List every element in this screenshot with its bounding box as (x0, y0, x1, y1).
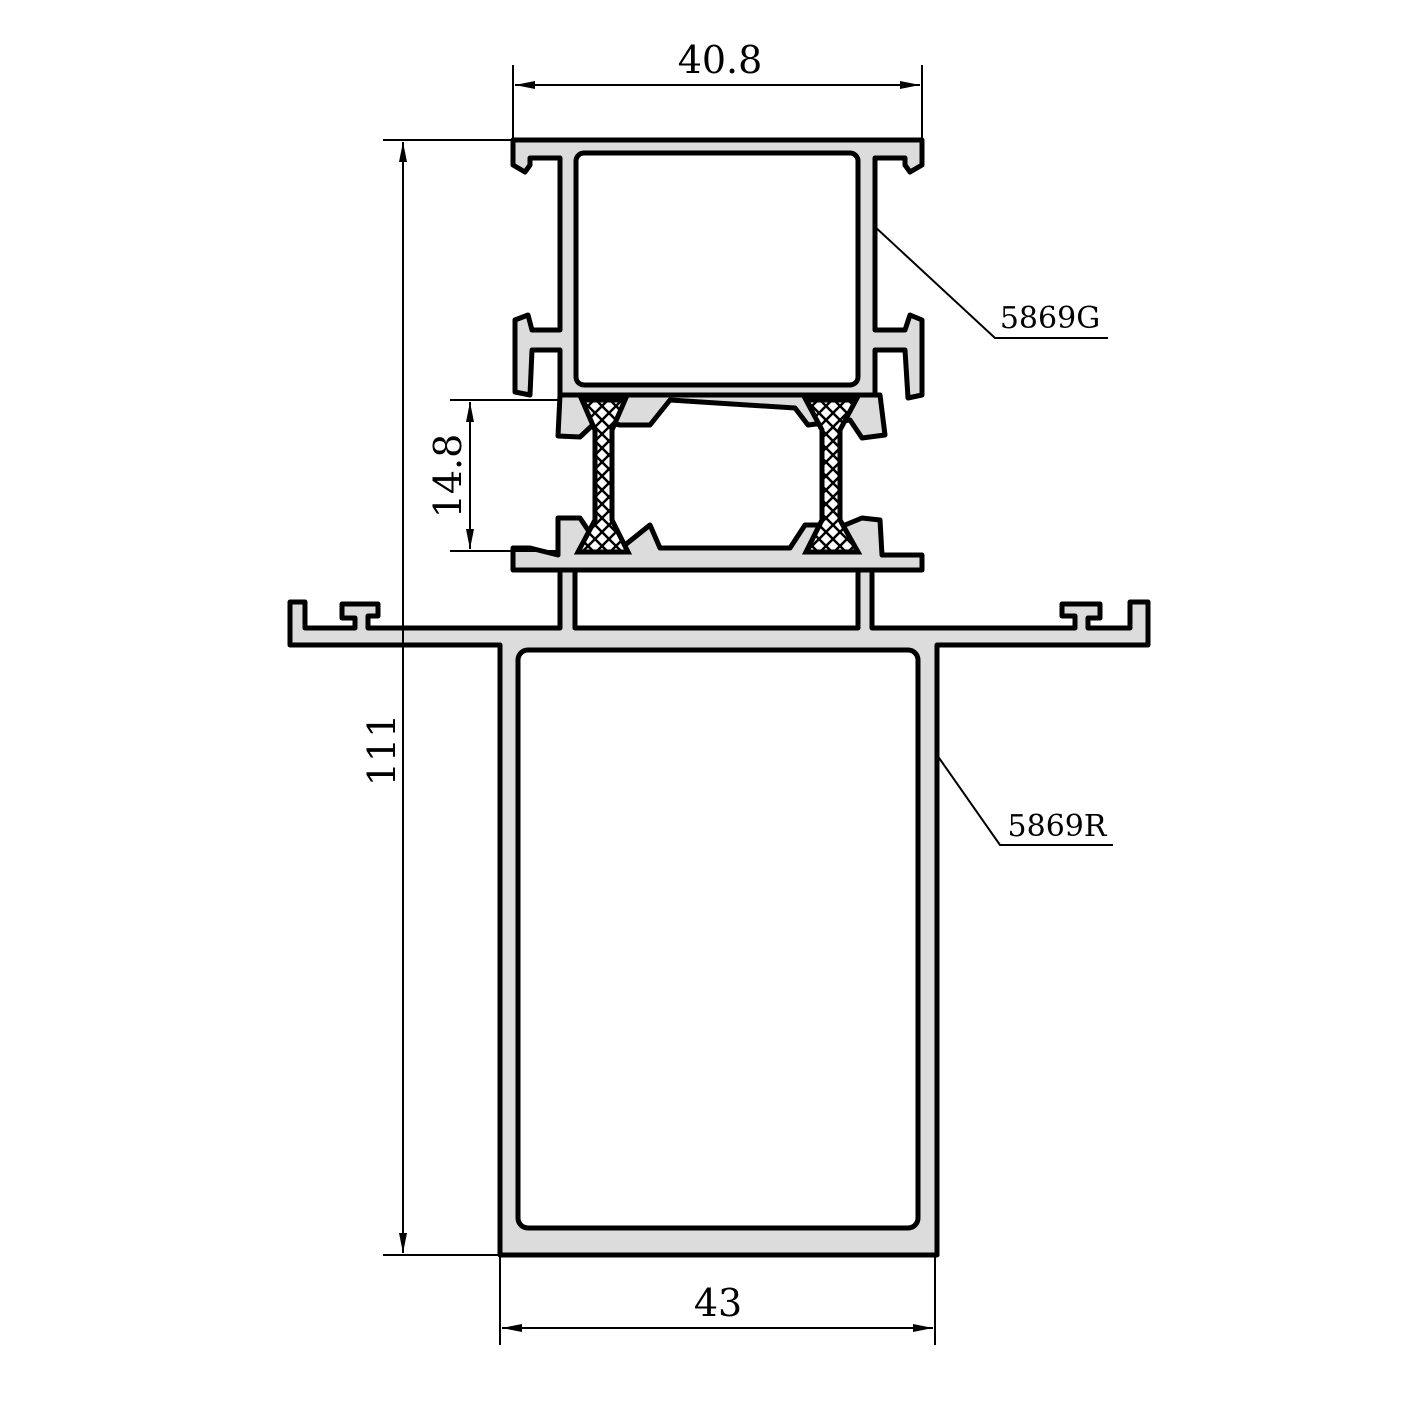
thermal-break (510, 392, 925, 573)
leader-5869R: 5869R (936, 754, 1113, 846)
part-label-5869G: 5869G (1000, 301, 1100, 336)
leader-5869G: 5869G (872, 224, 1108, 339)
dimension-thermal-break: 14.8 (426, 399, 560, 552)
dimension-bottom-width-label: 43 (694, 1281, 742, 1325)
dimension-overall-height: 111 (360, 139, 513, 1256)
insulation-strip-right (801, 397, 863, 555)
dimension-top-width-label: 40.8 (678, 38, 763, 82)
dimension-thermal-break-label: 14.8 (426, 434, 470, 519)
dimension-overall-height-label: 111 (360, 714, 404, 787)
dimension-bottom-width: 43 (499, 1255, 936, 1345)
profile-5869G (510, 137, 925, 401)
profile-5869R (287, 565, 1151, 1258)
insulation-strip-left (573, 397, 633, 555)
dimension-top-width: 40.8 (512, 38, 923, 140)
part-label-5869R: 5869R (1008, 809, 1108, 844)
